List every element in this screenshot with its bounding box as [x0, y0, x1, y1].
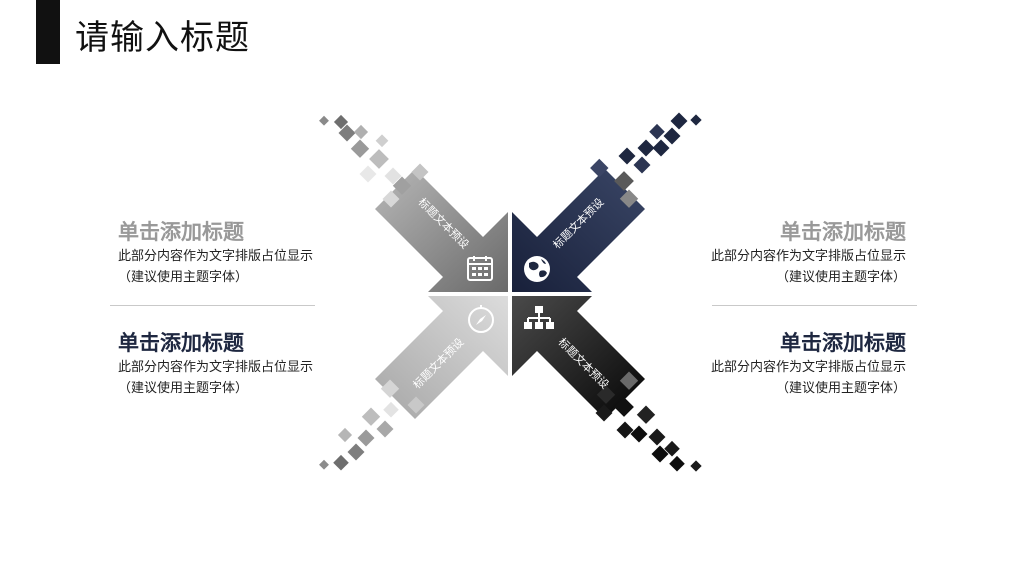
arrow-bottom-left[interactable]: 标题文本预设 — [319, 296, 508, 471]
arrow-top-right[interactable]: 标题文本预设 — [512, 112, 702, 292]
block-body-line1: 此部分内容作为文字排版占位显示 — [710, 249, 906, 264]
squares-bottom-left — [319, 379, 425, 471]
block-heading[interactable]: 单击添加标题 — [118, 220, 244, 244]
block-body-line2: （建议使用主题字体） — [118, 381, 249, 396]
block-heading[interactable]: 单击添加标题 — [780, 331, 906, 355]
block-body-line1: 此部分内容作为文字排版占位显示 — [118, 249, 314, 264]
org-chart-icon — [524, 306, 554, 329]
block-body-line2: （建议使用主题字体） — [775, 270, 906, 285]
block-body-line1: 此部分内容作为文字排版占位显示 — [118, 360, 314, 375]
divider-left — [110, 305, 315, 306]
block-heading[interactable]: 单击添加标题 — [118, 331, 244, 355]
compass-icon — [468, 305, 494, 333]
squares-top-right — [590, 112, 702, 208]
squares-bottom-right — [595, 371, 702, 472]
arrow-bottom-right[interactable]: 标题文本预设 — [512, 296, 702, 472]
text-block-top-left: 单击添加标题 此部分内容作为文字排版占位显示 （建议使用主题字体） — [118, 218, 348, 288]
page-title: 请输入标题 — [75, 18, 250, 58]
globe-icon — [524, 256, 550, 282]
arrow-top-left[interactable]: 标题文本预设 — [319, 114, 508, 292]
title-accent-bar — [36, 0, 60, 64]
text-block-top-right: 单击添加标题 此部分内容作为文字排版占位显示 （建议使用主题字体） — [676, 218, 906, 288]
block-body-line2: （建议使用主题字体） — [775, 381, 906, 396]
text-block-bottom-right: 单击添加标题 此部分内容作为文字排版占位显示 （建议使用主题字体） — [676, 329, 906, 399]
block-body-line2: （建议使用主题字体） — [118, 270, 249, 285]
text-block-bottom-left: 单击添加标题 此部分内容作为文字排版占位显示 （建议使用主题字体） — [118, 329, 348, 399]
divider-right — [712, 305, 917, 306]
block-body-line1: 此部分内容作为文字排版占位显示 — [710, 360, 906, 375]
calendar-icon — [467, 256, 493, 281]
block-heading[interactable]: 单击添加标题 — [780, 220, 906, 244]
